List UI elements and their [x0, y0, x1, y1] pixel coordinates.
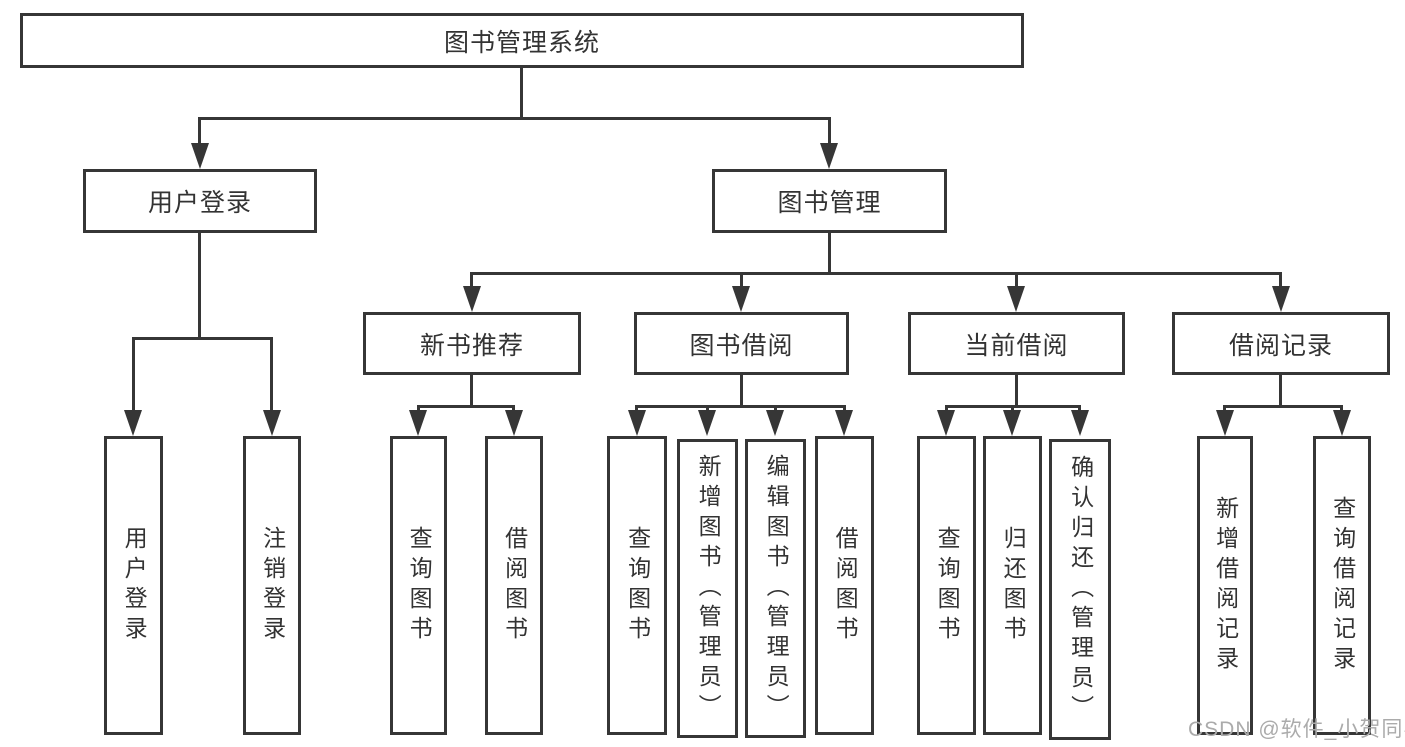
leaf-confirm-return-admin-label: 确认归还（管理员）	[1067, 454, 1094, 725]
connector-arrow	[263, 410, 281, 436]
connector-vline	[198, 233, 201, 337]
connector-vline	[512, 405, 515, 413]
leaf-query-books-2-label: 查询图书	[624, 525, 651, 646]
connector-vline	[945, 405, 948, 413]
leaf-query-books-3: 查询图书	[917, 436, 976, 735]
connector-vline	[740, 375, 743, 405]
connector-arrow	[463, 286, 481, 312]
node-new-book-recommend: 新书推荐	[363, 312, 581, 375]
leaf-logout: 注销登录	[243, 436, 301, 735]
leaf-query-books-3-label: 查询图书	[934, 525, 961, 646]
connector-vline	[1279, 375, 1282, 405]
leaf-return-book: 归还图书	[983, 436, 1042, 735]
node-book-management-label: 图书管理	[777, 189, 882, 217]
connector-vline	[1223, 405, 1226, 413]
connector-vline	[1279, 272, 1282, 289]
leaf-borrow-books-2: 借阅图书	[815, 436, 874, 735]
connector-vline	[706, 405, 709, 413]
connector-hline	[635, 405, 845, 408]
leaf-query-borrow-record-label: 查询借阅记录	[1329, 495, 1356, 676]
connector-vline	[828, 233, 831, 272]
connector-arrow	[505, 410, 523, 436]
connector-hline	[1223, 405, 1343, 408]
leaf-borrow-books-1: 借阅图书	[485, 436, 543, 735]
node-new-book-recommend-label: 新书推荐	[419, 331, 524, 360]
connector-vline	[843, 405, 846, 413]
connector-arrow	[191, 143, 209, 169]
leaf-edit-book-admin: 编辑图书（管理员）	[745, 439, 806, 738]
node-user-login: 用户登录	[83, 169, 317, 233]
connector-arrow	[835, 410, 853, 436]
connector-vline	[470, 272, 473, 289]
connector-hline	[132, 337, 273, 340]
node-root-label: 图书管理系统	[443, 28, 600, 57]
leaf-add-borrow-record: 新增借阅记录	[1197, 436, 1253, 735]
connector-vline	[270, 337, 273, 413]
connector-arrow	[628, 410, 646, 436]
connector-arrow	[937, 410, 955, 436]
connector-arrow	[820, 143, 838, 169]
leaf-borrow-books-1-label: 借阅图书	[501, 525, 528, 646]
connector-vline	[1340, 405, 1343, 413]
connector-vline	[132, 337, 135, 413]
connector-vline	[1078, 405, 1081, 413]
connector-arrow	[1003, 410, 1021, 436]
connector-hline	[470, 272, 1282, 275]
node-book-management: 图书管理	[712, 169, 947, 233]
connector-hline	[198, 117, 831, 120]
connector-vline	[828, 117, 831, 145]
connector-vline	[774, 405, 777, 413]
leaf-user-login: 用户登录	[104, 436, 163, 735]
leaf-logout-label: 注销登录	[259, 525, 286, 646]
connector-hline	[417, 405, 515, 408]
connector-arrow	[1007, 286, 1025, 312]
connector-arrow	[409, 410, 427, 436]
node-book-borrowing: 图书借阅	[634, 312, 849, 375]
leaf-edit-book-admin-label: 编辑图书（管理员）	[763, 453, 790, 724]
node-borrowing-records-label: 借阅记录	[1228, 331, 1333, 360]
node-book-borrowing-label: 图书借阅	[689, 331, 794, 360]
leaf-user-login-label: 用户登录	[121, 525, 148, 646]
node-root: 图书管理系统	[20, 13, 1024, 68]
leaf-query-books-2: 查询图书	[607, 436, 667, 735]
connector-arrow	[1216, 410, 1234, 436]
connector-arrow	[732, 286, 750, 312]
connector-arrow	[698, 410, 716, 436]
leaf-add-book-admin: 新增图书（管理员）	[677, 439, 738, 738]
node-borrowing-records: 借阅记录	[1172, 312, 1390, 375]
node-current-borrowing-label: 当前借阅	[964, 331, 1069, 360]
leaf-query-borrow-record: 查询借阅记录	[1313, 436, 1371, 735]
node-user-login-label: 用户登录	[147, 189, 252, 217]
connector-vline	[1015, 272, 1018, 289]
connector-vline	[470, 375, 473, 405]
connector-vline	[198, 117, 201, 145]
connector-arrow	[1333, 410, 1351, 436]
leaf-return-book-label: 归还图书	[1000, 525, 1027, 646]
connector-arrow	[124, 410, 142, 436]
connector-arrow	[1272, 286, 1290, 312]
connector-vline	[635, 405, 638, 413]
connector-vline	[740, 272, 743, 289]
leaf-confirm-return-admin: 确认归还（管理员）	[1049, 439, 1111, 740]
connector-arrow	[766, 410, 784, 436]
connector-arrow	[1071, 410, 1089, 436]
leaf-add-book-admin-label: 新增图书（管理员）	[695, 453, 722, 724]
leaf-query-books-1-label: 查询图书	[406, 525, 433, 646]
leaf-add-borrow-record-label: 新增借阅记录	[1212, 495, 1239, 676]
leaf-borrow-books-2-label: 借阅图书	[832, 525, 859, 646]
connector-vline	[417, 405, 420, 413]
leaf-query-books-1: 查询图书	[390, 436, 447, 735]
connector-vline	[1015, 375, 1018, 405]
node-current-borrowing: 当前借阅	[908, 312, 1125, 375]
connector-vline	[1011, 405, 1014, 413]
connector-vline	[520, 68, 523, 117]
watermark: CSDN @软件_小贺同学	[1188, 718, 1405, 741]
